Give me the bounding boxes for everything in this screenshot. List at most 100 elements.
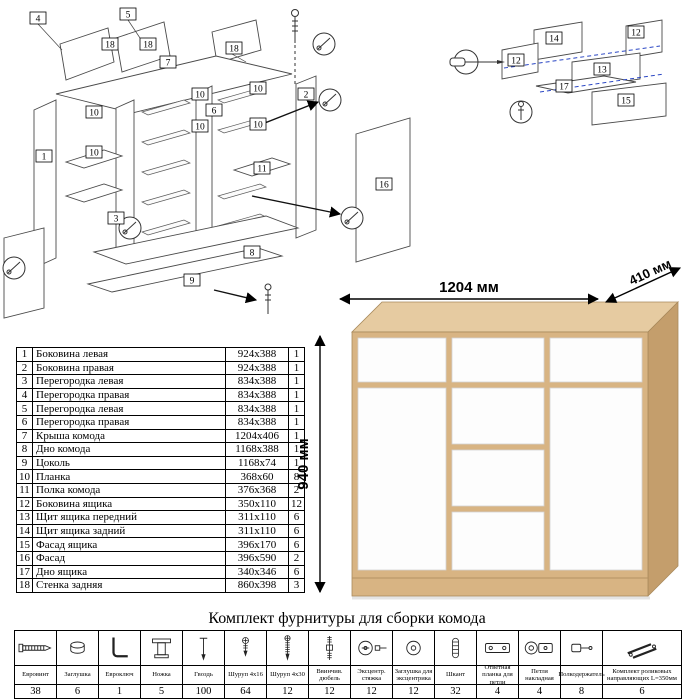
hardware-item: Ввинчив. дюбель 12	[309, 631, 351, 698]
parts-table-row: 15 Фасад ящика 396х170 6	[16, 537, 305, 552]
part-size: 924х388	[225, 347, 289, 362]
part-name: Перегородка правая	[32, 387, 226, 403]
hardware-item: Эксцентр. стяжка 12	[351, 631, 393, 698]
part-number: 11	[16, 482, 33, 498]
hardware-item-name: Шуруп 4х30	[267, 666, 308, 685]
part-number: 9	[16, 455, 33, 471]
part-name: Перегородка левая	[32, 401, 226, 416]
part-size: 396х170	[225, 537, 289, 552]
svg-text:10: 10	[89, 149, 99, 159]
part-number: 15	[16, 537, 33, 552]
hardware-kit-title: Комплект фурнитуры для сборки комода	[208, 610, 486, 627]
part-size: 311х110	[225, 510, 289, 525]
hardware-item-name: Заглушка для эксцентрика	[393, 666, 434, 685]
parts-table-row: 7 Крыша комода 1204х406 1	[16, 428, 305, 444]
hardware-item-qty: 6	[639, 686, 645, 697]
hardware-item-qty: 1	[116, 686, 123, 697]
part-size: 340х346	[225, 564, 289, 580]
hardware-item-icon	[519, 631, 560, 666]
hardware-item-name: Шуруп 4х16	[225, 666, 266, 685]
part-number: 7	[16, 428, 33, 444]
hardware-item-icon	[141, 631, 182, 666]
hardware-item-name: Комплект роликовых направляющих L=350мм	[603, 666, 681, 685]
drawer-front	[549, 337, 643, 383]
drawer-exploded-diagram	[449, 19, 667, 126]
hardware-item-qty: 12	[282, 686, 293, 697]
svg-text:10: 10	[89, 109, 99, 119]
part-name: Щит ящика передний	[32, 510, 226, 525]
hardware-item-name: Петля накладная	[519, 666, 560, 685]
screwdriver-icon	[449, 49, 505, 75]
hardware-kit-table: Евровинт 38 Заглушка 6 Евроключ 1 Ножка …	[14, 630, 682, 699]
part-qty: 1	[288, 455, 305, 471]
product-render	[351, 301, 679, 600]
part-size: 834х388	[225, 374, 289, 389]
svg-text:10: 10	[253, 85, 263, 95]
part-number: 18	[16, 578, 33, 593]
svg-text:6: 6	[212, 107, 217, 117]
chest-top	[351, 301, 679, 333]
part-name: Боковина правая	[32, 360, 226, 376]
parts-table-row: 13 Щит ящика передний 311х110 6	[16, 510, 305, 525]
parts-table-row: 2 Боковина правая 924х388 1	[16, 360, 305, 376]
svg-text:12: 12	[511, 57, 521, 67]
hardware-item-icon	[183, 631, 224, 666]
part-number: 16	[16, 550, 33, 566]
hardware-item: Ответная планка для петли 4	[477, 631, 519, 698]
drawer-front	[451, 511, 545, 571]
hardware-item-qty: 100	[195, 686, 212, 697]
hardware-item-name: Полкодержатель	[558, 666, 605, 685]
parts-table-row: 8 Дно комода 1168х388 1	[16, 442, 305, 457]
svg-text:10: 10	[195, 123, 205, 133]
hardware-item-name: Гвоздь	[183, 666, 224, 685]
part-size: 924х388	[225, 360, 289, 376]
parts-table-row: 11 Полка комода 376х368 2	[16, 482, 305, 498]
part-number: 5	[16, 401, 33, 416]
parts-table-row: 14 Щит ящика задний 311х110 6	[16, 523, 305, 539]
part-qty: 1	[288, 347, 305, 362]
part-qty: 8	[288, 469, 305, 484]
part-name: Полка комода	[32, 482, 226, 498]
hardware-item-qty: 4	[494, 686, 501, 697]
part-size: 834х388	[225, 387, 289, 403]
part-qty: 1	[288, 442, 305, 457]
part-size: 396х590	[225, 550, 289, 566]
part-name: Дно комода	[32, 442, 226, 457]
part-number: 17	[16, 564, 33, 580]
part-size: 860х398	[225, 578, 289, 593]
parts-table-row: 6 Перегородка правая 834х388 1	[16, 414, 305, 430]
part-number: 1	[16, 347, 33, 362]
hardware-item-qty: 12	[366, 686, 377, 697]
svg-text:9: 9	[190, 277, 195, 287]
hardware-item-qty: 12	[408, 686, 419, 697]
parts-table-row: 3 Перегородка левая 834х388 1	[16, 374, 305, 389]
parts-table: 1 Боковина левая 924х388 1 2 Боковина пр…	[16, 347, 305, 593]
hardware-item-icon	[57, 631, 98, 666]
hardware-item-qty: 64	[240, 686, 251, 697]
part-name: Планка	[32, 469, 226, 484]
hardware-item-icon	[561, 631, 602, 666]
parts-table-row: 12 Боковина ящика 350х110 12	[16, 496, 305, 512]
svg-text:15: 15	[621, 97, 631, 107]
hardware-item: Ножка 5	[141, 631, 183, 698]
part-qty: 6	[288, 564, 305, 580]
drawer-front	[451, 337, 545, 383]
part-qty: 1	[288, 374, 305, 389]
hardware-item-qty: 8	[578, 686, 585, 697]
svg-text:5: 5	[126, 11, 131, 21]
width-dimension: 1204 мм	[439, 279, 499, 296]
hardware-item-name: Шкант	[435, 666, 476, 685]
hardware-item-name: Эксцентр. стяжка	[351, 666, 392, 685]
depth-dimension: 410 мм	[627, 256, 674, 288]
svg-text:18: 18	[105, 41, 115, 51]
part-number: 3	[16, 374, 33, 389]
svg-text:14: 14	[549, 35, 559, 45]
hardware-item: Евровинт 38	[15, 631, 57, 698]
parts-table-row: 9 Цоколь 1168х74 1	[16, 455, 305, 471]
part-name: Боковина левая	[32, 347, 226, 362]
part-name: Цоколь	[32, 455, 226, 471]
part-qty: 6	[288, 523, 305, 539]
hardware-item-icon	[99, 631, 140, 666]
